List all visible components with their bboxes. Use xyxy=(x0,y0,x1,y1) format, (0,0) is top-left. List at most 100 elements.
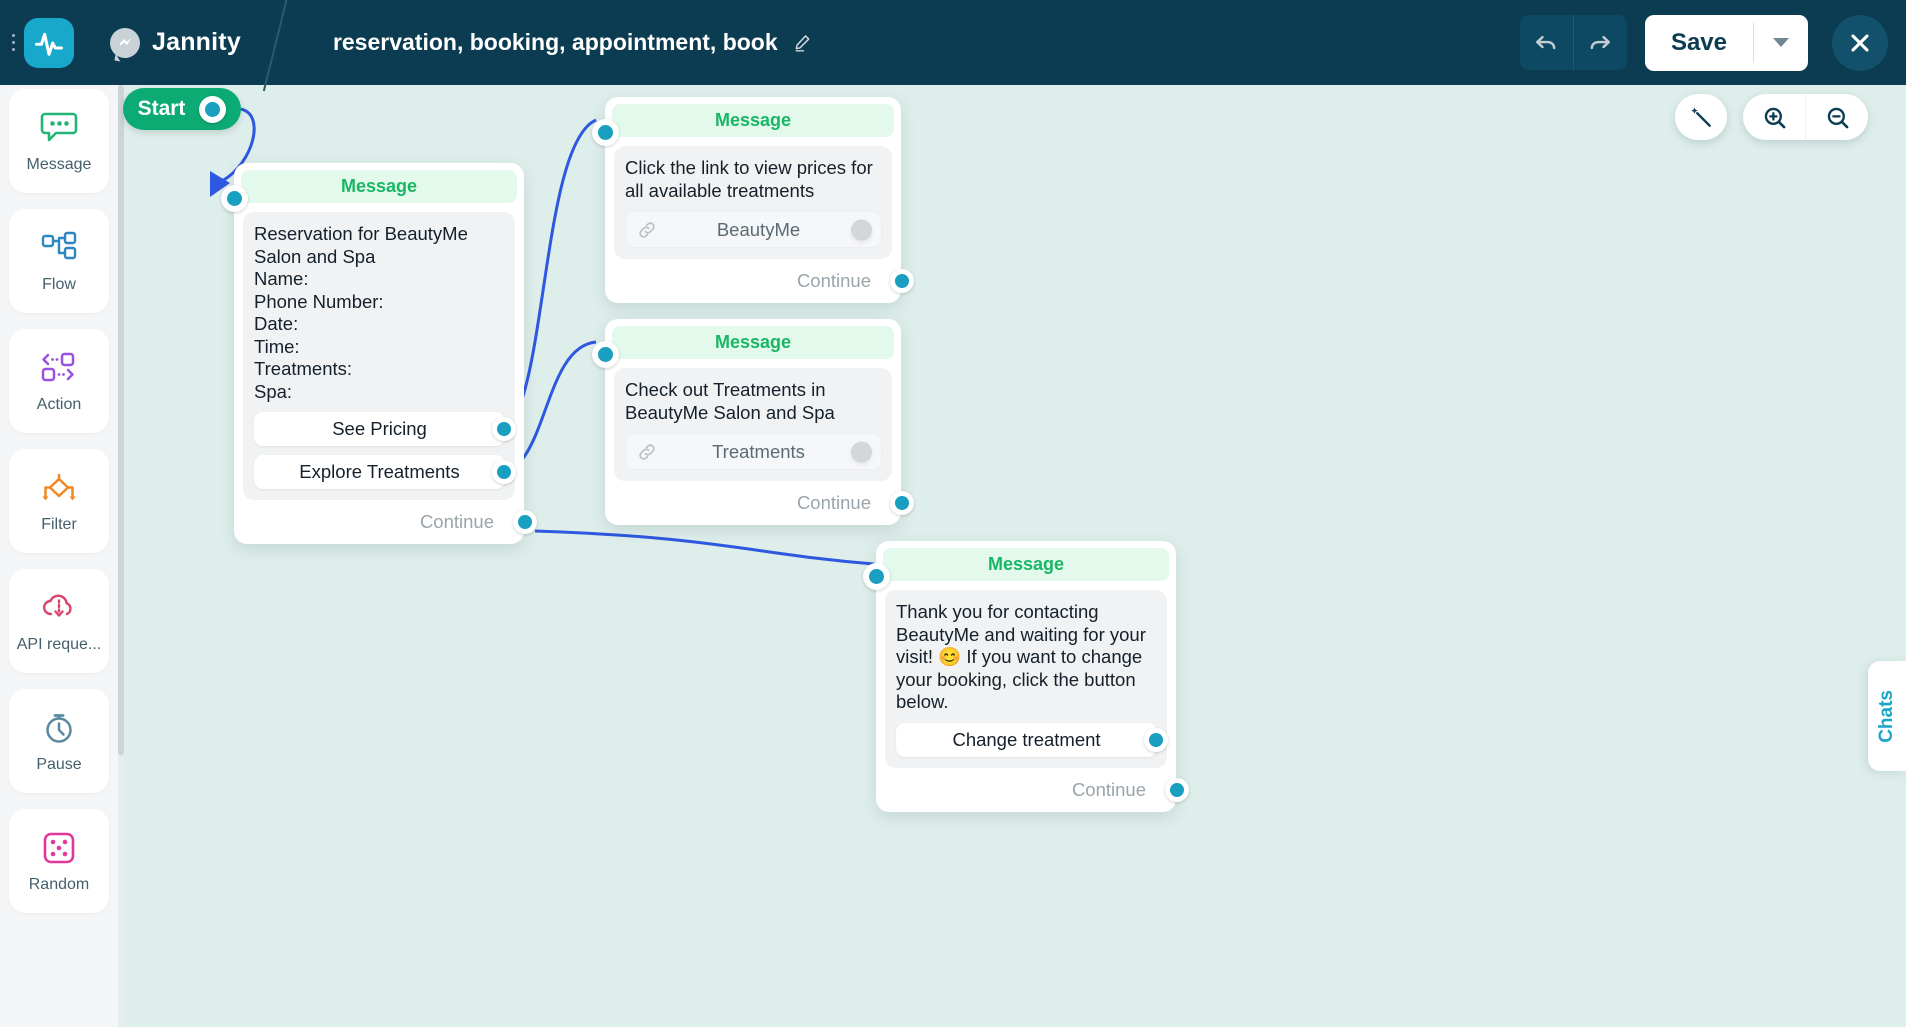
node-button-change-treatment[interactable]: Change treatment xyxy=(896,722,1168,757)
flow-tree-icon xyxy=(40,228,78,268)
node-button-explore-treatments[interactable]: Explore Treatments xyxy=(254,455,516,489)
redo-button[interactable] xyxy=(1574,15,1627,70)
node-button-label: Explore Treatments xyxy=(299,461,460,482)
message-node-treatments-link[interactable]: Message Check out Treatments in BeautyMe… xyxy=(592,319,914,525)
sidebar-item-message[interactable]: Message xyxy=(9,89,109,193)
sidebar-item-label: Filter xyxy=(41,516,77,533)
sidebar-item-label: Random xyxy=(28,876,90,893)
zoom-controls-divider xyxy=(1805,94,1806,140)
breadcrumb-separator xyxy=(271,0,311,85)
save-group: Save xyxy=(1644,14,1808,71)
node-continue-output-port[interactable] xyxy=(890,269,914,293)
node-link-port[interactable] xyxy=(851,441,872,462)
message-node-pricing-link[interactable]: Message Click the link to view prices fo… xyxy=(592,97,914,303)
brand-name: Jannity xyxy=(152,28,241,56)
node-continue-output-port[interactable] xyxy=(890,491,914,515)
node-input-port[interactable] xyxy=(592,341,619,368)
message-node-thank-you[interactable]: Message Thank you for contacting BeautyM… xyxy=(863,541,1189,812)
canvas-scrollbar-thumb[interactable] xyxy=(118,85,124,755)
close-icon xyxy=(1851,33,1869,52)
flow-title-group: reservation, booking, appointment, book xyxy=(333,29,813,56)
node-button-see-pricing[interactable]: See Pricing xyxy=(254,412,516,446)
chevron-down-icon xyxy=(1773,38,1789,47)
sidebar-item-label: Action xyxy=(36,396,82,413)
node-title: Message xyxy=(612,104,894,137)
start-output-port[interactable] xyxy=(199,95,227,123)
zoom-out-icon xyxy=(1827,107,1848,128)
node-body: Click the link to view prices for all av… xyxy=(614,146,892,259)
node-continue-label: Continue xyxy=(796,492,871,513)
node-message-text: Reservation for BeautyMe Salon and Spa N… xyxy=(254,223,468,402)
sidebar-item-label: Flow xyxy=(42,276,76,293)
sidebar-item-action[interactable]: Action xyxy=(9,329,109,433)
node-input-port[interactable] xyxy=(863,563,890,590)
pulse-icon xyxy=(35,32,63,56)
node-link-attachment[interactable]: BeautyMe xyxy=(625,211,882,248)
zoom-out-button[interactable] xyxy=(1806,94,1868,140)
dice-icon xyxy=(41,828,77,868)
node-input-port[interactable] xyxy=(221,185,248,212)
link-icon xyxy=(637,442,657,462)
undo-redo-divider xyxy=(1572,15,1574,70)
node-continue-row[interactable]: Continue xyxy=(605,259,914,303)
chats-tab-label: Chats xyxy=(1876,689,1897,743)
node-continue-row[interactable]: Continue xyxy=(605,481,914,525)
flow-canvas[interactable]: Start Message Reservation for BeautyMe S… xyxy=(118,85,1906,1027)
node-button-output-port[interactable] xyxy=(1144,727,1168,752)
link-icon xyxy=(637,220,657,240)
save-divider xyxy=(1753,22,1754,63)
node-continue-row[interactable]: Continue xyxy=(876,768,1189,812)
node-button-label: See Pricing xyxy=(332,418,427,439)
node-continue-label: Continue xyxy=(1071,778,1146,800)
node-title: Message xyxy=(612,326,894,359)
node-button-output-port[interactable] xyxy=(492,460,516,484)
node-palette-sidebar: Message Flow xyxy=(0,85,118,1027)
app-logo[interactable] xyxy=(24,17,74,68)
header-actions: Save xyxy=(1519,14,1906,71)
sidebar-item-label: Message xyxy=(26,156,92,173)
zoom-in-button[interactable] xyxy=(1743,94,1805,140)
save-button[interactable]: Save xyxy=(1670,28,1727,56)
edit-pencil-icon[interactable] xyxy=(792,32,813,53)
node-link-label: Treatments xyxy=(712,440,805,462)
close-button[interactable] xyxy=(1832,14,1888,71)
redo-icon xyxy=(1591,35,1611,49)
node-link-attachment[interactable]: Treatments xyxy=(625,433,882,470)
app-header: Jannity reservation, booking, appointmen… xyxy=(0,0,1906,85)
node-body: Thank you for contacting BeautyMe and wa… xyxy=(885,590,1168,768)
node-continue-label: Continue xyxy=(419,511,494,532)
sidebar-item-random[interactable]: Random xyxy=(9,809,109,913)
message-node-reservation[interactable]: Message Reservation for BeautyMe Salon a… xyxy=(221,163,537,544)
start-node[interactable]: Start xyxy=(123,88,241,130)
filter-diamond-icon xyxy=(39,468,79,508)
sidebar-item-api-request[interactable]: API reque... xyxy=(9,569,109,673)
node-message-text: Click the link to view prices for all av… xyxy=(625,157,873,201)
zoom-in-icon xyxy=(1764,107,1785,128)
node-continue-output-port[interactable] xyxy=(1165,777,1189,802)
node-title: Message xyxy=(883,548,1169,581)
drag-handle-icon[interactable] xyxy=(6,23,20,63)
brand-chip[interactable]: Jannity xyxy=(110,27,241,58)
node-title: Message xyxy=(241,170,517,203)
undo-button[interactable] xyxy=(1520,15,1573,70)
sidebar-item-flow[interactable]: Flow xyxy=(9,209,109,313)
node-input-port[interactable] xyxy=(592,119,619,146)
save-dropdown-button[interactable] xyxy=(1754,15,1808,71)
sidebar-item-filter[interactable]: Filter xyxy=(9,449,109,553)
node-continue-label: Continue xyxy=(796,270,871,291)
flow-title-text: reservation, booking, appointment, book xyxy=(332,29,778,55)
api-cloud-icon xyxy=(40,588,78,628)
node-button-label: Change treatment xyxy=(952,728,1101,750)
node-continue-output-port[interactable] xyxy=(513,510,537,534)
node-link-label: BeautyMe xyxy=(716,218,801,240)
node-message-text: Check out Treatments in BeautyMe Salon a… xyxy=(625,379,835,423)
node-button-output-port[interactable] xyxy=(492,417,516,441)
sidebar-item-pause[interactable]: Pause xyxy=(9,689,109,793)
chats-side-tab[interactable]: Chats xyxy=(1868,661,1906,771)
canvas-scrollbar-track[interactable] xyxy=(118,85,124,1027)
undo-redo-group xyxy=(1519,15,1627,70)
magic-wand-button[interactable] xyxy=(1675,94,1727,140)
node-link-port[interactable] xyxy=(851,219,872,240)
node-continue-row[interactable]: Continue xyxy=(234,500,537,544)
